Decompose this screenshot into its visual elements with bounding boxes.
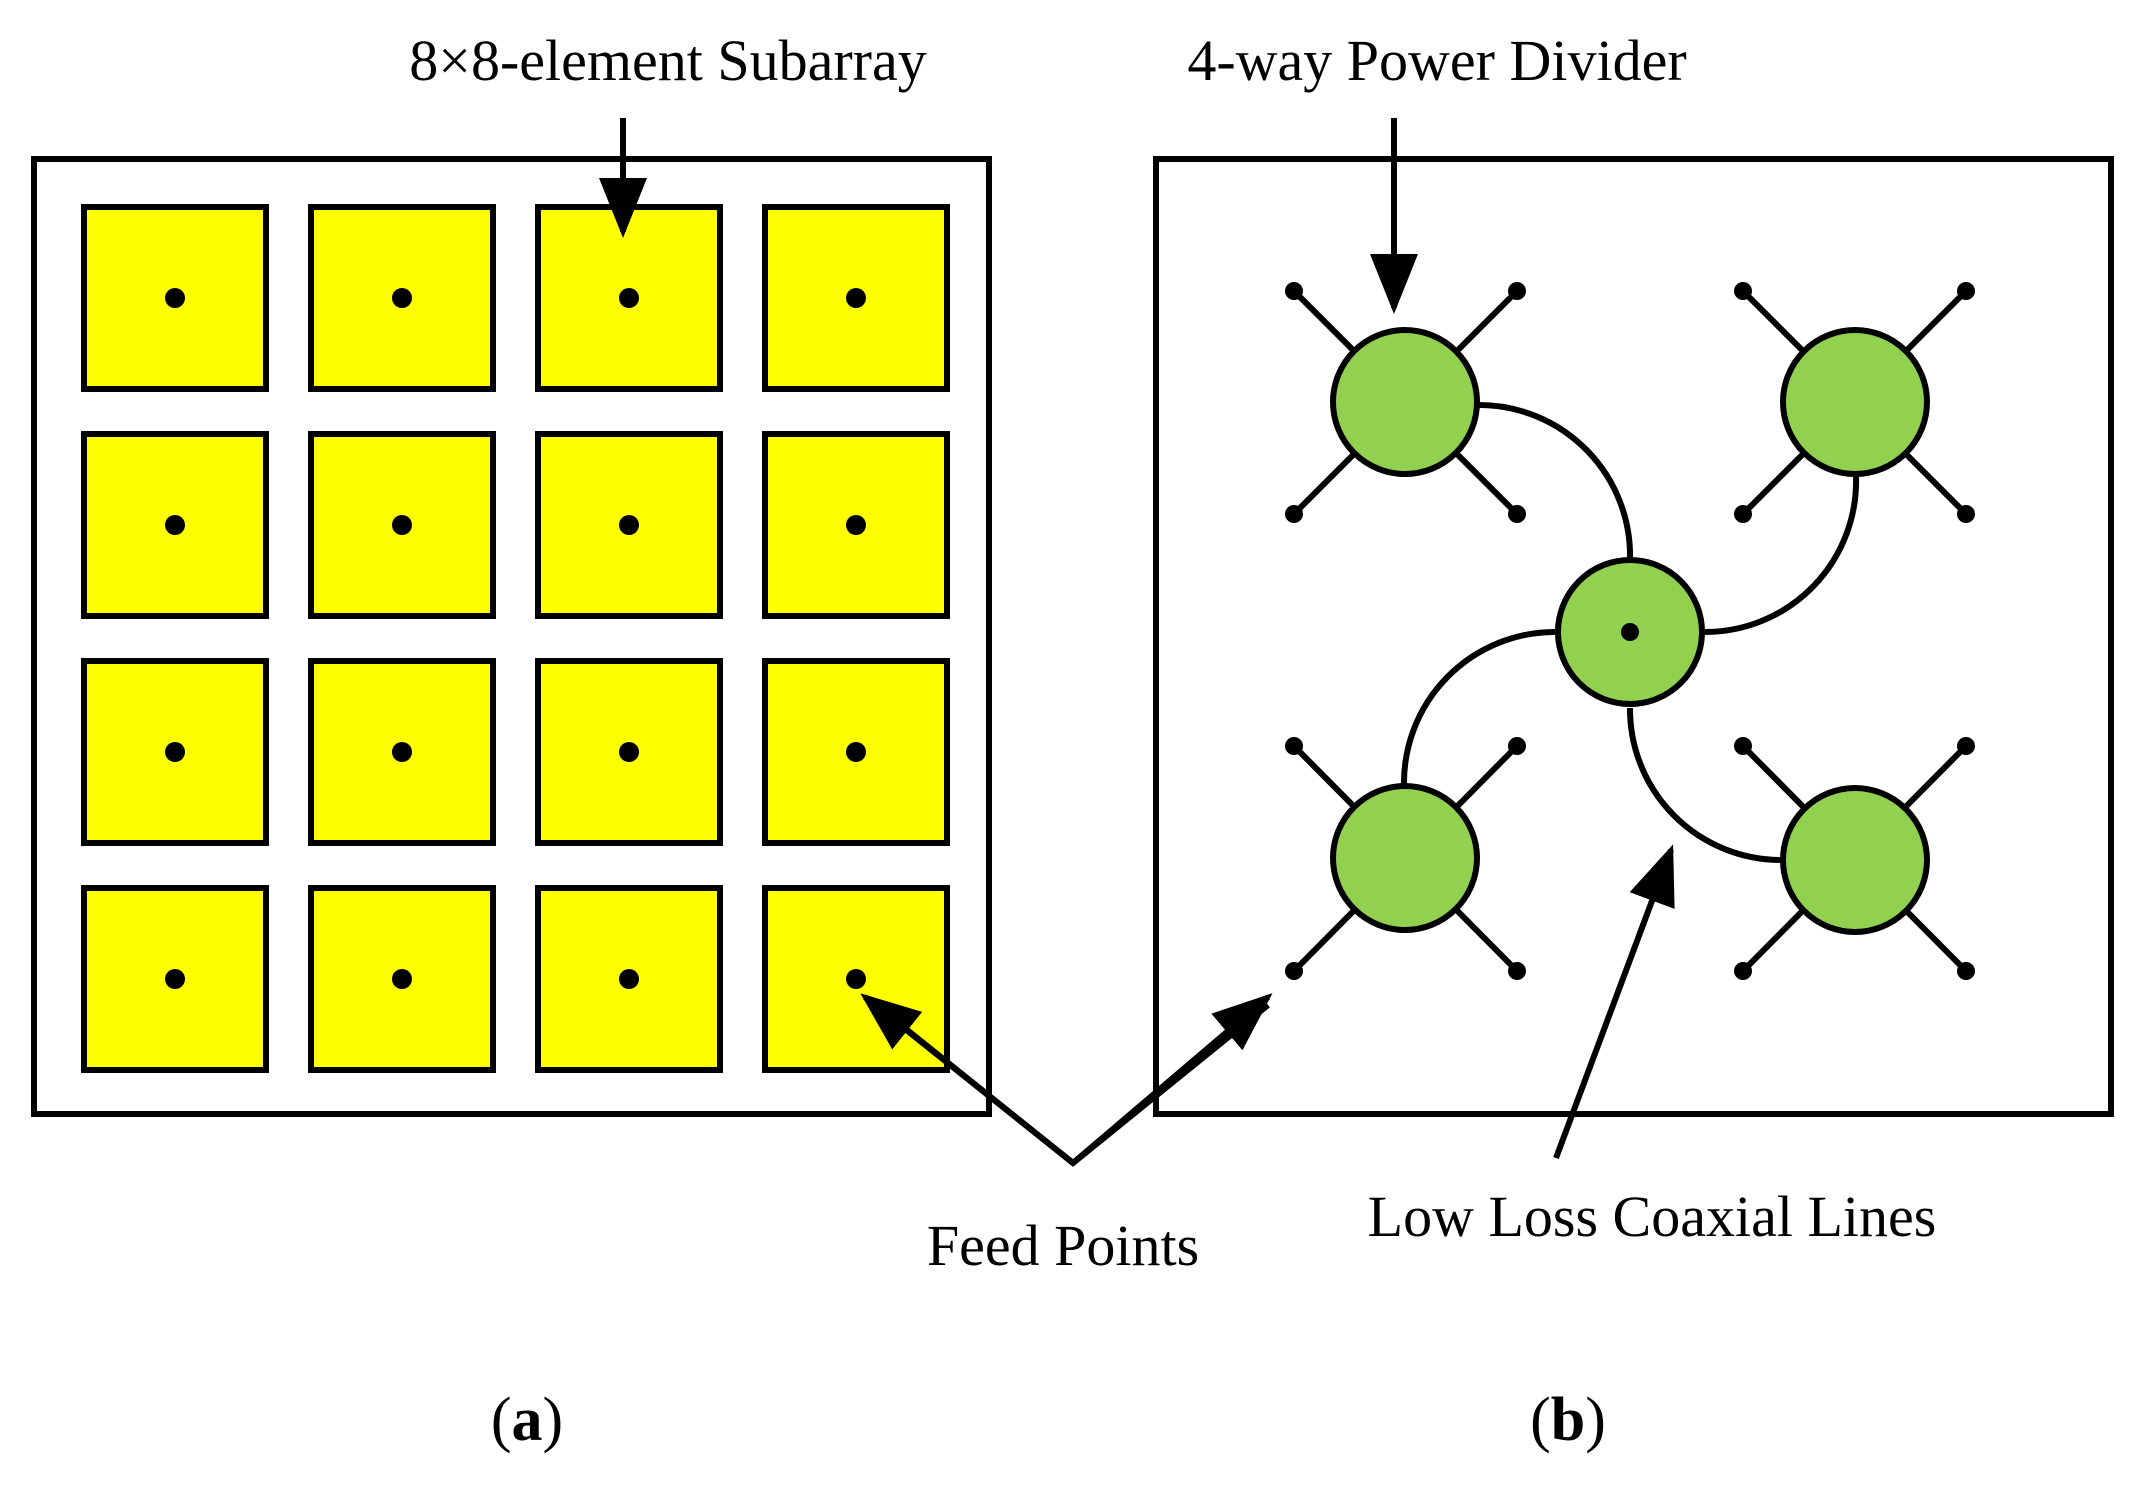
caption-a-open: ( bbox=[491, 1386, 512, 1454]
coax-line-top-right bbox=[1704, 475, 1860, 635]
feed-point-dot bbox=[1285, 737, 1303, 755]
subarray-tile bbox=[308, 431, 496, 619]
subarray-tile bbox=[81, 431, 269, 619]
subarray-tile bbox=[762, 204, 950, 392]
feed-point-dot bbox=[1957, 282, 1975, 300]
feed-point-dot bbox=[1285, 962, 1303, 980]
feed-point-arrow-right bbox=[1071, 993, 1273, 1166]
feed-point-dot bbox=[619, 969, 639, 989]
outer-dividers bbox=[1285, 282, 1975, 980]
coax-label: Low Loss Coaxial Lines bbox=[1368, 1184, 1937, 1249]
feed-point-dot bbox=[1957, 737, 1975, 755]
annotation-arrows bbox=[599, 118, 1675, 1167]
divider-circle bbox=[1780, 327, 1930, 477]
coax-arrow bbox=[1553, 844, 1675, 1160]
subarray-tile bbox=[81, 658, 269, 846]
coax-line-bottom-right bbox=[1626, 707, 1782, 863]
panel-a bbox=[31, 156, 992, 1117]
feed-point-dot bbox=[165, 742, 185, 762]
subarray-tile bbox=[308, 658, 496, 846]
caption-a-close: ) bbox=[543, 1386, 564, 1454]
feed-point-dot bbox=[165, 515, 185, 535]
panel-a-frame bbox=[31, 156, 992, 1117]
power-divider-top-right bbox=[1734, 282, 1975, 523]
coax-line-bottom-left bbox=[1400, 629, 1556, 787]
feed-point-dot bbox=[846, 969, 866, 989]
feed-point-dot bbox=[1957, 505, 1975, 523]
subarray-tile bbox=[535, 431, 723, 619]
subarray-tile bbox=[81, 204, 269, 392]
feed-point-dot bbox=[392, 969, 412, 989]
subarray-square bbox=[81, 204, 269, 392]
divider-label: 4-way Power Divider bbox=[1187, 28, 1686, 93]
power-divider-bottom-right bbox=[1734, 737, 1975, 980]
power-divider-center bbox=[1555, 557, 1705, 707]
feed-point-dot bbox=[846, 742, 866, 762]
feed-point-dot bbox=[619, 288, 639, 308]
feed-point-dot bbox=[846, 288, 866, 308]
coax-line-top-left bbox=[1478, 402, 1634, 561]
divider-circle bbox=[1780, 785, 1930, 935]
caption-b-close: ) bbox=[1585, 1386, 1606, 1454]
feed-point-dot bbox=[1508, 962, 1526, 980]
caption-a-letter: a bbox=[512, 1386, 543, 1454]
feed-point-dot bbox=[1285, 282, 1303, 300]
caption-a: (a) bbox=[491, 1386, 563, 1454]
feed-point-dot bbox=[165, 969, 185, 989]
caption-b: (b) bbox=[1530, 1386, 1606, 1454]
feed-point-dot bbox=[165, 288, 185, 308]
feed-points-label: Feed Points bbox=[927, 1213, 1199, 1278]
feed-point-dot bbox=[1508, 282, 1526, 300]
caption-b-open: ( bbox=[1530, 1386, 1551, 1454]
feed-point-dot bbox=[1734, 962, 1752, 980]
subarray-tile bbox=[762, 431, 950, 619]
subarray-tile bbox=[535, 204, 723, 392]
subarray-tile bbox=[762, 658, 950, 846]
feed-point-dot bbox=[619, 742, 639, 762]
coaxial-lines bbox=[1400, 402, 1860, 863]
subarray-tile bbox=[81, 885, 269, 1073]
power-divider-top-left bbox=[1285, 282, 1526, 523]
feed-point-dot bbox=[1508, 737, 1526, 755]
feed-point-dot bbox=[392, 742, 412, 762]
feed-point-dot bbox=[846, 515, 866, 535]
feed-point-dot bbox=[1957, 962, 1975, 980]
feed-point-dot bbox=[1508, 505, 1526, 523]
feed-point-arrow-left bbox=[860, 993, 1075, 1166]
divider-circle bbox=[1330, 783, 1480, 933]
feed-point-dot bbox=[392, 288, 412, 308]
subarray-grid bbox=[81, 204, 950, 1073]
feed-point-dot bbox=[1734, 282, 1752, 300]
subarray-label: 8×8-element Subarray bbox=[409, 28, 926, 93]
subarray-tile bbox=[535, 658, 723, 846]
divider-circle bbox=[1330, 327, 1480, 477]
caption-b-letter: b bbox=[1551, 1386, 1585, 1454]
panel-b bbox=[1153, 156, 2114, 1117]
subarray-tile bbox=[535, 885, 723, 1073]
feed-point-dot bbox=[1734, 737, 1752, 755]
center-feed-dot bbox=[1621, 623, 1639, 641]
subarray-tile bbox=[308, 204, 496, 392]
subarray-tile bbox=[308, 885, 496, 1073]
feed-point-dot bbox=[619, 515, 639, 535]
power-divider-bottom-left bbox=[1285, 737, 1526, 980]
feed-point-dot bbox=[1734, 505, 1752, 523]
panel-b-frame bbox=[1153, 156, 2114, 1117]
feed-point-dot bbox=[1285, 505, 1303, 523]
feed-point-dot bbox=[392, 515, 412, 535]
